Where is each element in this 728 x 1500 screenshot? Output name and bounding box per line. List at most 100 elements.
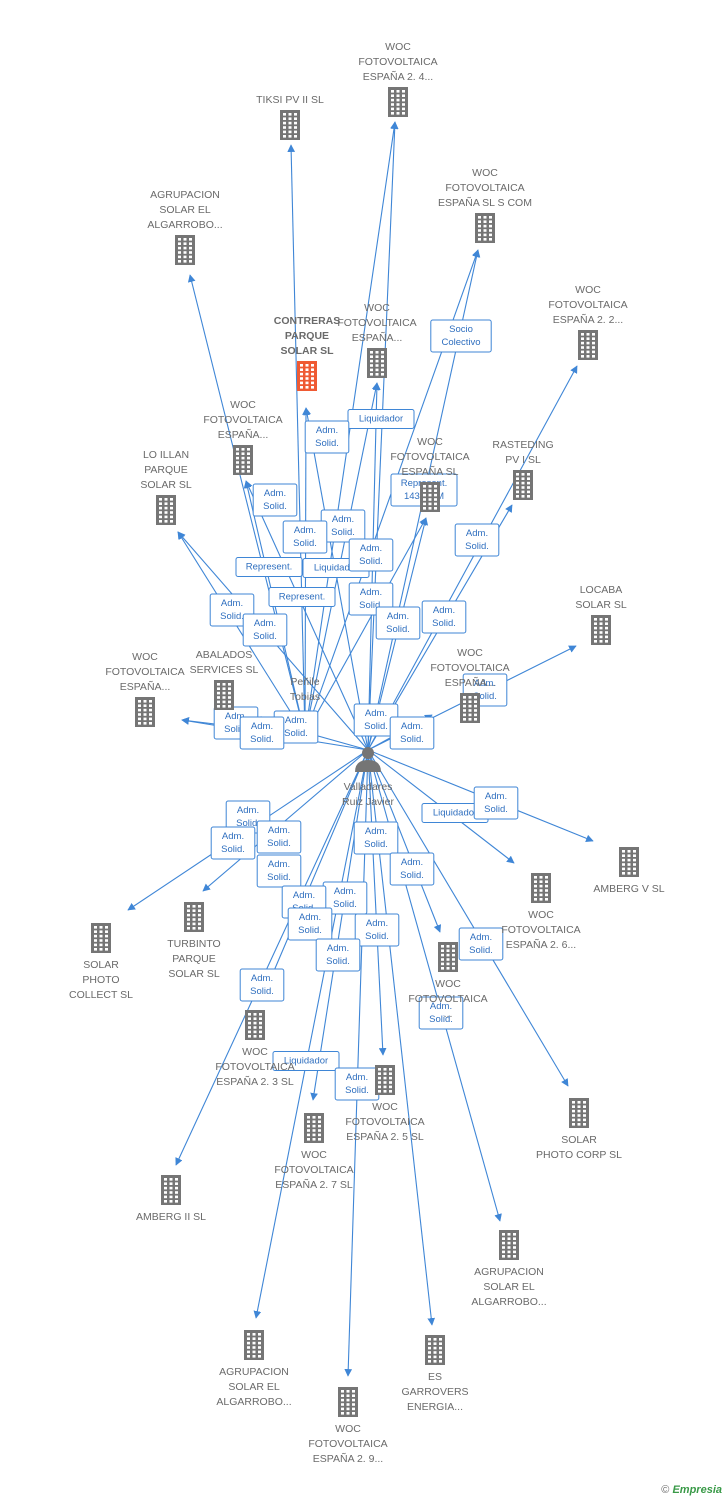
edge-label-text: Adm. <box>365 708 387 719</box>
edge-label-text: Solid. <box>298 925 322 936</box>
edge-label[interactable]: Adm.Solid. <box>454 523 500 557</box>
building-icon <box>304 1113 324 1143</box>
company-label: AMBERG II SL <box>136 1211 206 1223</box>
edge-label-text: Solid. <box>220 611 244 622</box>
edge-label[interactable]: Adm.Solid. <box>353 821 399 855</box>
company-node-tiksi[interactable]: TIKSI PV II SL <box>256 94 324 140</box>
edge-label[interactable]: Adm.Solid. <box>389 716 435 750</box>
edge-label[interactable]: Represent. <box>235 557 303 577</box>
person-label: Valladares <box>344 781 393 793</box>
edge-label[interactable]: Adm.Solid. <box>256 854 302 888</box>
edge-label[interactable]: Adm.Solid. <box>348 538 394 572</box>
company-label: GARROVERS <box>401 1386 468 1398</box>
company-node-wocesp1[interactable]: WOCFOTOVOLTAICAESPAÑA... <box>337 302 417 378</box>
edge-label[interactable]: Adm.Solid. <box>252 483 298 517</box>
edge-label-box <box>418 996 464 1030</box>
edge-label-text: Solid. <box>250 986 274 997</box>
company-node-wocfoto[interactable]: WOCFOTOVOLTAICA... <box>408 942 488 1020</box>
edge-label[interactable]: Adm.Solid. <box>304 420 350 454</box>
company-node-garrovers[interactable]: ESGARROVERSENERGIA... <box>401 1335 469 1413</box>
edge-label-text: Adm. <box>285 715 307 726</box>
person-label: Tobias <box>290 691 320 703</box>
company-label: LO ILLAN <box>143 449 189 461</box>
edge-label[interactable]: Adm.Solid. <box>353 703 399 737</box>
edge-label[interactable]: Adm.Solid. <box>242 613 288 647</box>
edge-label[interactable]: Liquidador <box>272 1051 340 1071</box>
company-label: ESPAÑA 2. 7 SL <box>275 1178 353 1191</box>
building-icon <box>244 1330 264 1360</box>
edge-label[interactable]: Adm.Solid. <box>256 820 302 854</box>
empresia-logo[interactable]: Empresia <box>672 1484 722 1496</box>
edge-label[interactable]: Adm.Solid. <box>354 913 400 947</box>
edge-label[interactable]: Adm.Solid. <box>320 509 366 543</box>
edge-label[interactable]: Adm.Solid. <box>458 927 504 961</box>
company-node-wocesp4[interactable]: WOCFOTOVOLTAICAESPAÑA... <box>105 651 185 727</box>
company-label: WOC <box>417 436 443 448</box>
company-label: ESPAÑA 2. 9... <box>313 1452 383 1465</box>
company-label: LOCABA <box>580 584 623 596</box>
edge-p2-c_wocesp2 <box>245 480 369 751</box>
company-node-wocesp2[interactable]: WOCFOTOVOLTAICAESPAÑA... <box>203 399 283 475</box>
edge-label[interactable]: Represent. <box>268 587 336 607</box>
edge-label-text: Adm. <box>365 826 387 837</box>
edge-label[interactable]: Adm.Solid. <box>421 600 467 634</box>
edge-label[interactable]: Adm.Solid. <box>473 786 519 820</box>
edge-label[interactable]: Adm.Solid. <box>334 1067 380 1101</box>
edge-label-box <box>473 786 519 820</box>
company-label: FOTOVOLTAICA <box>215 1061 294 1073</box>
company-label: FOTOVOLTAICA <box>390 451 469 463</box>
company-label: ES <box>428 1371 442 1383</box>
edge-label[interactable]: Adm.Solid. <box>282 520 328 554</box>
edge-label[interactable]: Adm.Solid. <box>239 716 285 750</box>
edge-label[interactable]: Adm.Solid. <box>389 852 435 886</box>
edge-label-box <box>389 852 435 886</box>
edge-label[interactable]: Adm.Solid. <box>239 968 285 1002</box>
company-node-wocesp3[interactable]: WOCFOTOVOLTAICAESPAÑA... <box>430 647 510 723</box>
edge-label[interactable]: Adm.Solid. <box>315 938 361 972</box>
edge-label[interactable]: Liquidador <box>347 409 415 429</box>
company-label: WOC <box>364 302 390 314</box>
company-label: SOLAR SL <box>280 345 334 357</box>
edge-label-text: Solid. <box>315 438 339 449</box>
company-label: WOC <box>372 1101 398 1113</box>
edge-label[interactable]: Adm.Solid. <box>418 996 464 1030</box>
company-label: COLLECT SL <box>69 989 133 1001</box>
edge-label-box <box>347 409 415 429</box>
company-node-amberg5[interactable]: AMBERG V SL <box>593 847 665 895</box>
company-label: FOTOVOLTAICA <box>408 993 487 1005</box>
edge-label-box <box>354 913 400 947</box>
edge-label[interactable]: Adm.Solid. <box>287 907 333 941</box>
company-label: CONTRERAS <box>274 315 341 327</box>
edge-label[interactable]: Adm.Solid. <box>210 826 256 860</box>
edge-label-text: Solid. <box>469 945 493 956</box>
company-label: ESPAÑA... <box>120 680 171 693</box>
edge-label[interactable]: Adm.Solid. <box>375 606 421 640</box>
edge-p2-c_woc27 <box>310 749 369 1101</box>
company-node-amberg2[interactable]: AMBERG II SL <box>136 1175 206 1223</box>
building-icon <box>245 1010 265 1040</box>
